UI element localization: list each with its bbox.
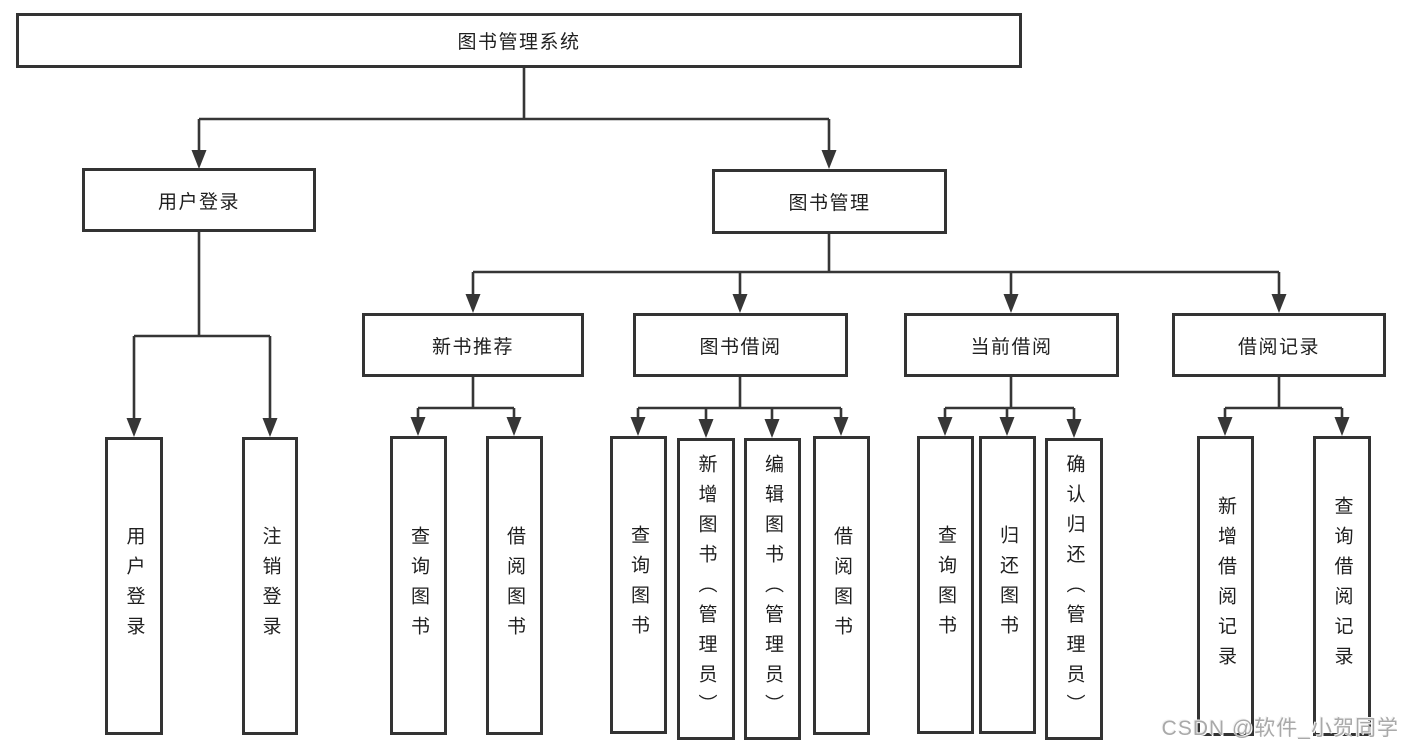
csdn-watermark: CSDN @软件_小贺同学 <box>1161 717 1399 740</box>
leaf-borrow-book-b: 借阅图书 <box>813 436 870 735</box>
leaf-add-book-admin-label: 新增图书（管理员） <box>695 454 717 724</box>
leaf-add-borrow-record-label: 新增借阅记录 <box>1215 496 1236 676</box>
leaf-query-book-a: 查询图书 <box>390 436 447 735</box>
node-current-borrowing: 当前借阅 <box>904 313 1119 377</box>
leaf-borrow-book-b-label: 借阅图书 <box>831 525 852 646</box>
node-borrowing-records-label: 借阅记录 <box>1237 336 1320 358</box>
leaf-return-book: 归还图书 <box>979 436 1036 734</box>
leaf-confirm-return-admin: 确认归还（管理员） <box>1045 438 1103 740</box>
node-root-label: 图书管理系统 <box>457 32 581 53</box>
tree-edges <box>132 68 1344 421</box>
leaf-query-book-c: 查询图书 <box>917 436 974 734</box>
leaf-borrow-book-a: 借阅图书 <box>486 436 543 735</box>
leaf-query-book-a-label: 查询图书 <box>408 525 429 646</box>
node-book-borrowing: 图书借阅 <box>633 313 848 377</box>
node-book-management-label: 图书管理 <box>788 193 871 214</box>
node-book-borrowing-label: 图书借阅 <box>699 336 782 358</box>
leaf-confirm-return-admin-label: 确认归还（管理员） <box>1063 454 1085 724</box>
leaf-add-borrow-record: 新增借阅记录 <box>1197 436 1254 736</box>
leaf-logout: 注销登录 <box>242 437 298 735</box>
leaf-query-borrow-record: 查询借阅记录 <box>1313 436 1371 736</box>
leaf-edit-book-admin: 编辑图书（管理员） <box>744 438 801 740</box>
leaf-query-borrow-record-label: 查询借阅记录 <box>1331 496 1353 676</box>
node-root: 图书管理系统 <box>16 13 1022 68</box>
leaf-user-login-label: 用户登录 <box>123 526 145 646</box>
leaf-add-book-admin: 新增图书（管理员） <box>677 438 735 740</box>
leaf-query-book-c-label: 查询图书 <box>935 525 956 645</box>
node-current-borrowing-label: 当前借阅 <box>970 336 1053 358</box>
leaf-borrow-book-a-label: 借阅图书 <box>504 525 525 646</box>
node-book-management: 图书管理 <box>712 169 947 234</box>
leaf-edit-book-admin-label: 编辑图书（管理员） <box>762 454 783 724</box>
arrowheads <box>126 150 1350 438</box>
leaf-query-book-b: 查询图书 <box>610 436 667 734</box>
node-new-book-recommend: 新书推荐 <box>362 313 584 377</box>
leaf-query-book-b-label: 查询图书 <box>628 525 649 645</box>
leaf-user-login: 用户登录 <box>105 437 163 735</box>
node-user-login-label: 用户登录 <box>157 191 240 213</box>
leaf-logout-label: 注销登录 <box>259 526 281 646</box>
node-borrowing-records: 借阅记录 <box>1172 313 1386 377</box>
node-user-login: 用户登录 <box>82 168 316 232</box>
leaf-return-book-label: 归还图书 <box>997 525 1018 645</box>
node-new-book-recommend-label: 新书推荐 <box>431 336 514 358</box>
